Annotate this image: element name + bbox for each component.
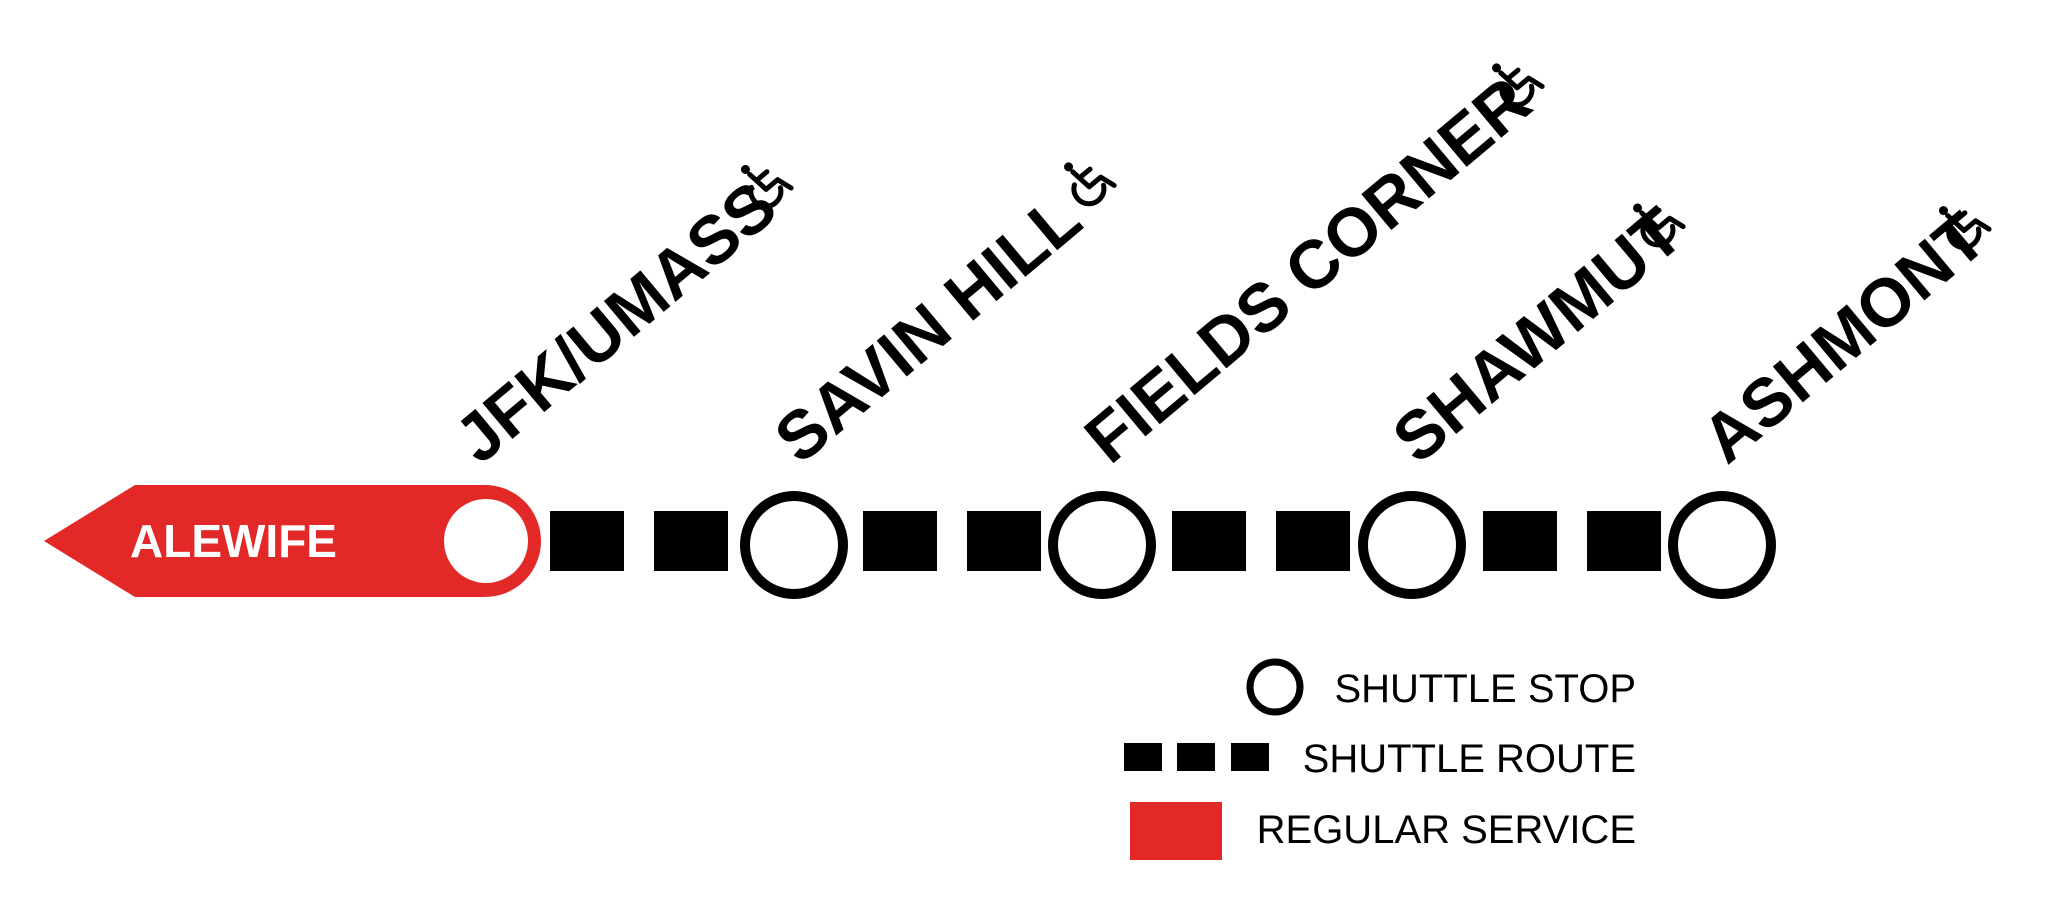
shuttle-route-dash (1276, 511, 1350, 571)
legend-shuttle-route-dash (1231, 743, 1269, 771)
legend-shuttle-route-label: SHUTTLE ROUTE (1303, 737, 1636, 781)
wheelchair-icon (1055, 149, 1115, 210)
shuttle-route-dash (1587, 511, 1661, 571)
legend-shuttle-stop-icon (1246, 658, 1304, 716)
savin-hill-stop (740, 491, 848, 599)
shuttle-route-dash (1483, 511, 1557, 571)
station-label-ashmont-group: ASHMONT (1688, 192, 2000, 477)
shuttle-route (550, 511, 1661, 571)
legend: SHUTTLE STOP SHUTTLE ROUTE REGULAR SERVI… (1124, 658, 1636, 860)
station-label-shawmut: SHAWMUT (1379, 193, 1697, 477)
jfk-umass-stop (444, 499, 528, 583)
shuttle-route-dash (550, 511, 624, 571)
legend-shuttle-route-dash (1124, 743, 1162, 771)
station-label-jfk-umass-group: JFK/UMASS (441, 151, 809, 477)
shuttle-stops (740, 491, 1776, 599)
alewife-label: ALEWIFE (130, 515, 337, 567)
shuttle-route-dash (863, 511, 937, 571)
legend-regular-service-label: REGULAR SERVICE (1257, 808, 1636, 852)
shawmut-stop (1358, 491, 1466, 599)
shuttle-route-dash (967, 511, 1041, 571)
shuttle-route-dash (1172, 511, 1246, 571)
fields-corner-stop (1048, 491, 1156, 599)
legend-shuttle-route-dash (1177, 743, 1215, 771)
station-label-shawmut-group: SHAWMUT (1379, 190, 1697, 477)
ashmont-stop (1668, 491, 1776, 599)
regular-service-segment: ALEWIFE (44, 485, 541, 597)
station-label-savin-hill-group: SAVIN HILL (761, 149, 1132, 478)
legend-regular-service-swatch (1130, 802, 1222, 860)
legend-shuttle-stop-label: SHUTTLE STOP (1334, 667, 1636, 711)
station-label-jfk-umass: JFK/UMASS (441, 167, 791, 478)
station-label-savin-hill: SAVIN HILL (761, 180, 1095, 478)
alewife-arrow (44, 485, 541, 597)
shuttle-route-dash (654, 511, 728, 571)
